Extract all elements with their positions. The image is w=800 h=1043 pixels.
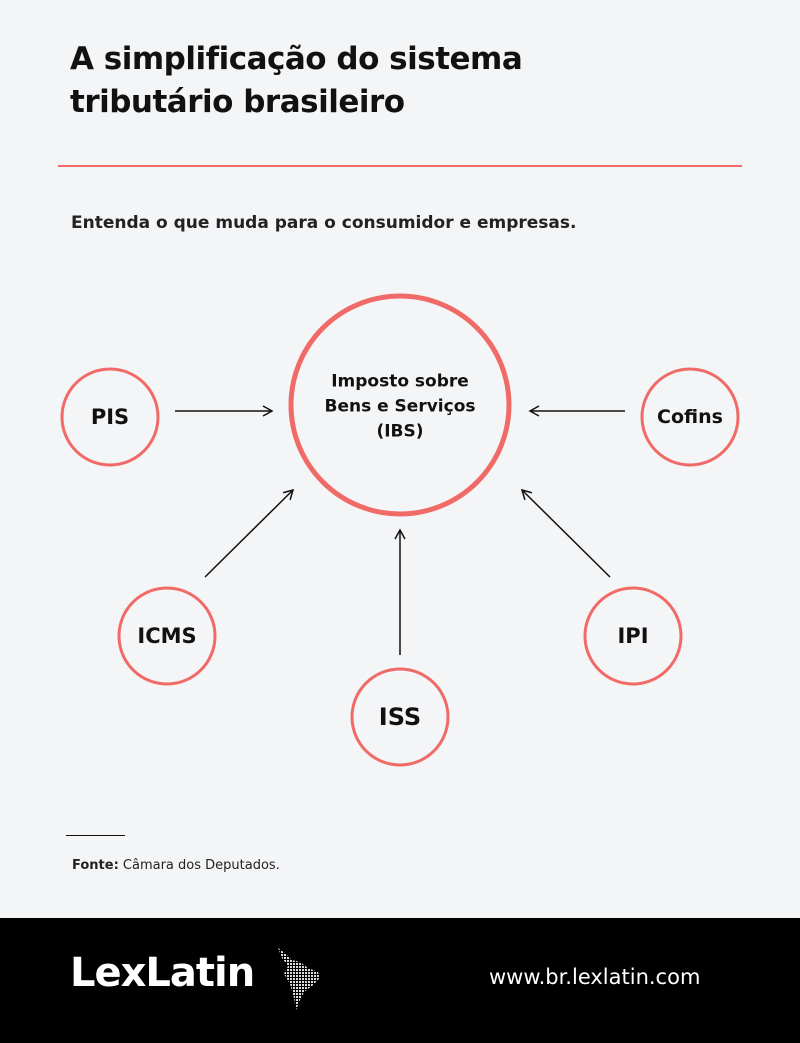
latin-america-map-icon [278, 948, 320, 1010]
node-label-iss: ISS [378, 703, 422, 731]
node-circle-icms [117, 586, 217, 686]
source-label: Fonte: [72, 858, 119, 873]
node-label-ipi: IPI [617, 624, 649, 648]
website-link[interactable]: www.br.lexlatin.com [489, 965, 701, 989]
source-divider [66, 835, 125, 836]
diagram [60, 293, 740, 767]
node-circle-iss [350, 667, 450, 767]
node-circle-ipi [583, 586, 683, 686]
source-text: Câmara dos Deputados. [118, 858, 280, 873]
node-label-cofins: Cofins [657, 406, 723, 428]
center-label-line: Bens e Serviços [324, 396, 476, 417]
footer: LexLatin www.br.lexlatin.com [0, 918, 800, 1043]
arrow-ipi [520, 488, 611, 578]
node-circle-cofins [640, 367, 740, 467]
center-label-line: Imposto sobre [331, 371, 469, 392]
node-circle-pis [60, 367, 160, 467]
arrow-icms [204, 488, 295, 578]
node-label-icms: ICMS [137, 624, 197, 648]
center-label-line: (IBS) [376, 421, 424, 442]
center-label: Imposto sobre Bens e Serviços (IBS) [324, 370, 475, 445]
divider [58, 165, 742, 167]
node-label-pis: PIS [90, 405, 130, 429]
center-circle [288, 293, 512, 517]
logo: LexLatin [70, 950, 255, 996]
subtitle: Entenda o que muda para o consumidor e e… [71, 213, 577, 233]
source-note: Fonte: Câmara dos Deputados. [72, 858, 280, 873]
page-title: A simplificação do sistema tributário br… [70, 41, 523, 120]
